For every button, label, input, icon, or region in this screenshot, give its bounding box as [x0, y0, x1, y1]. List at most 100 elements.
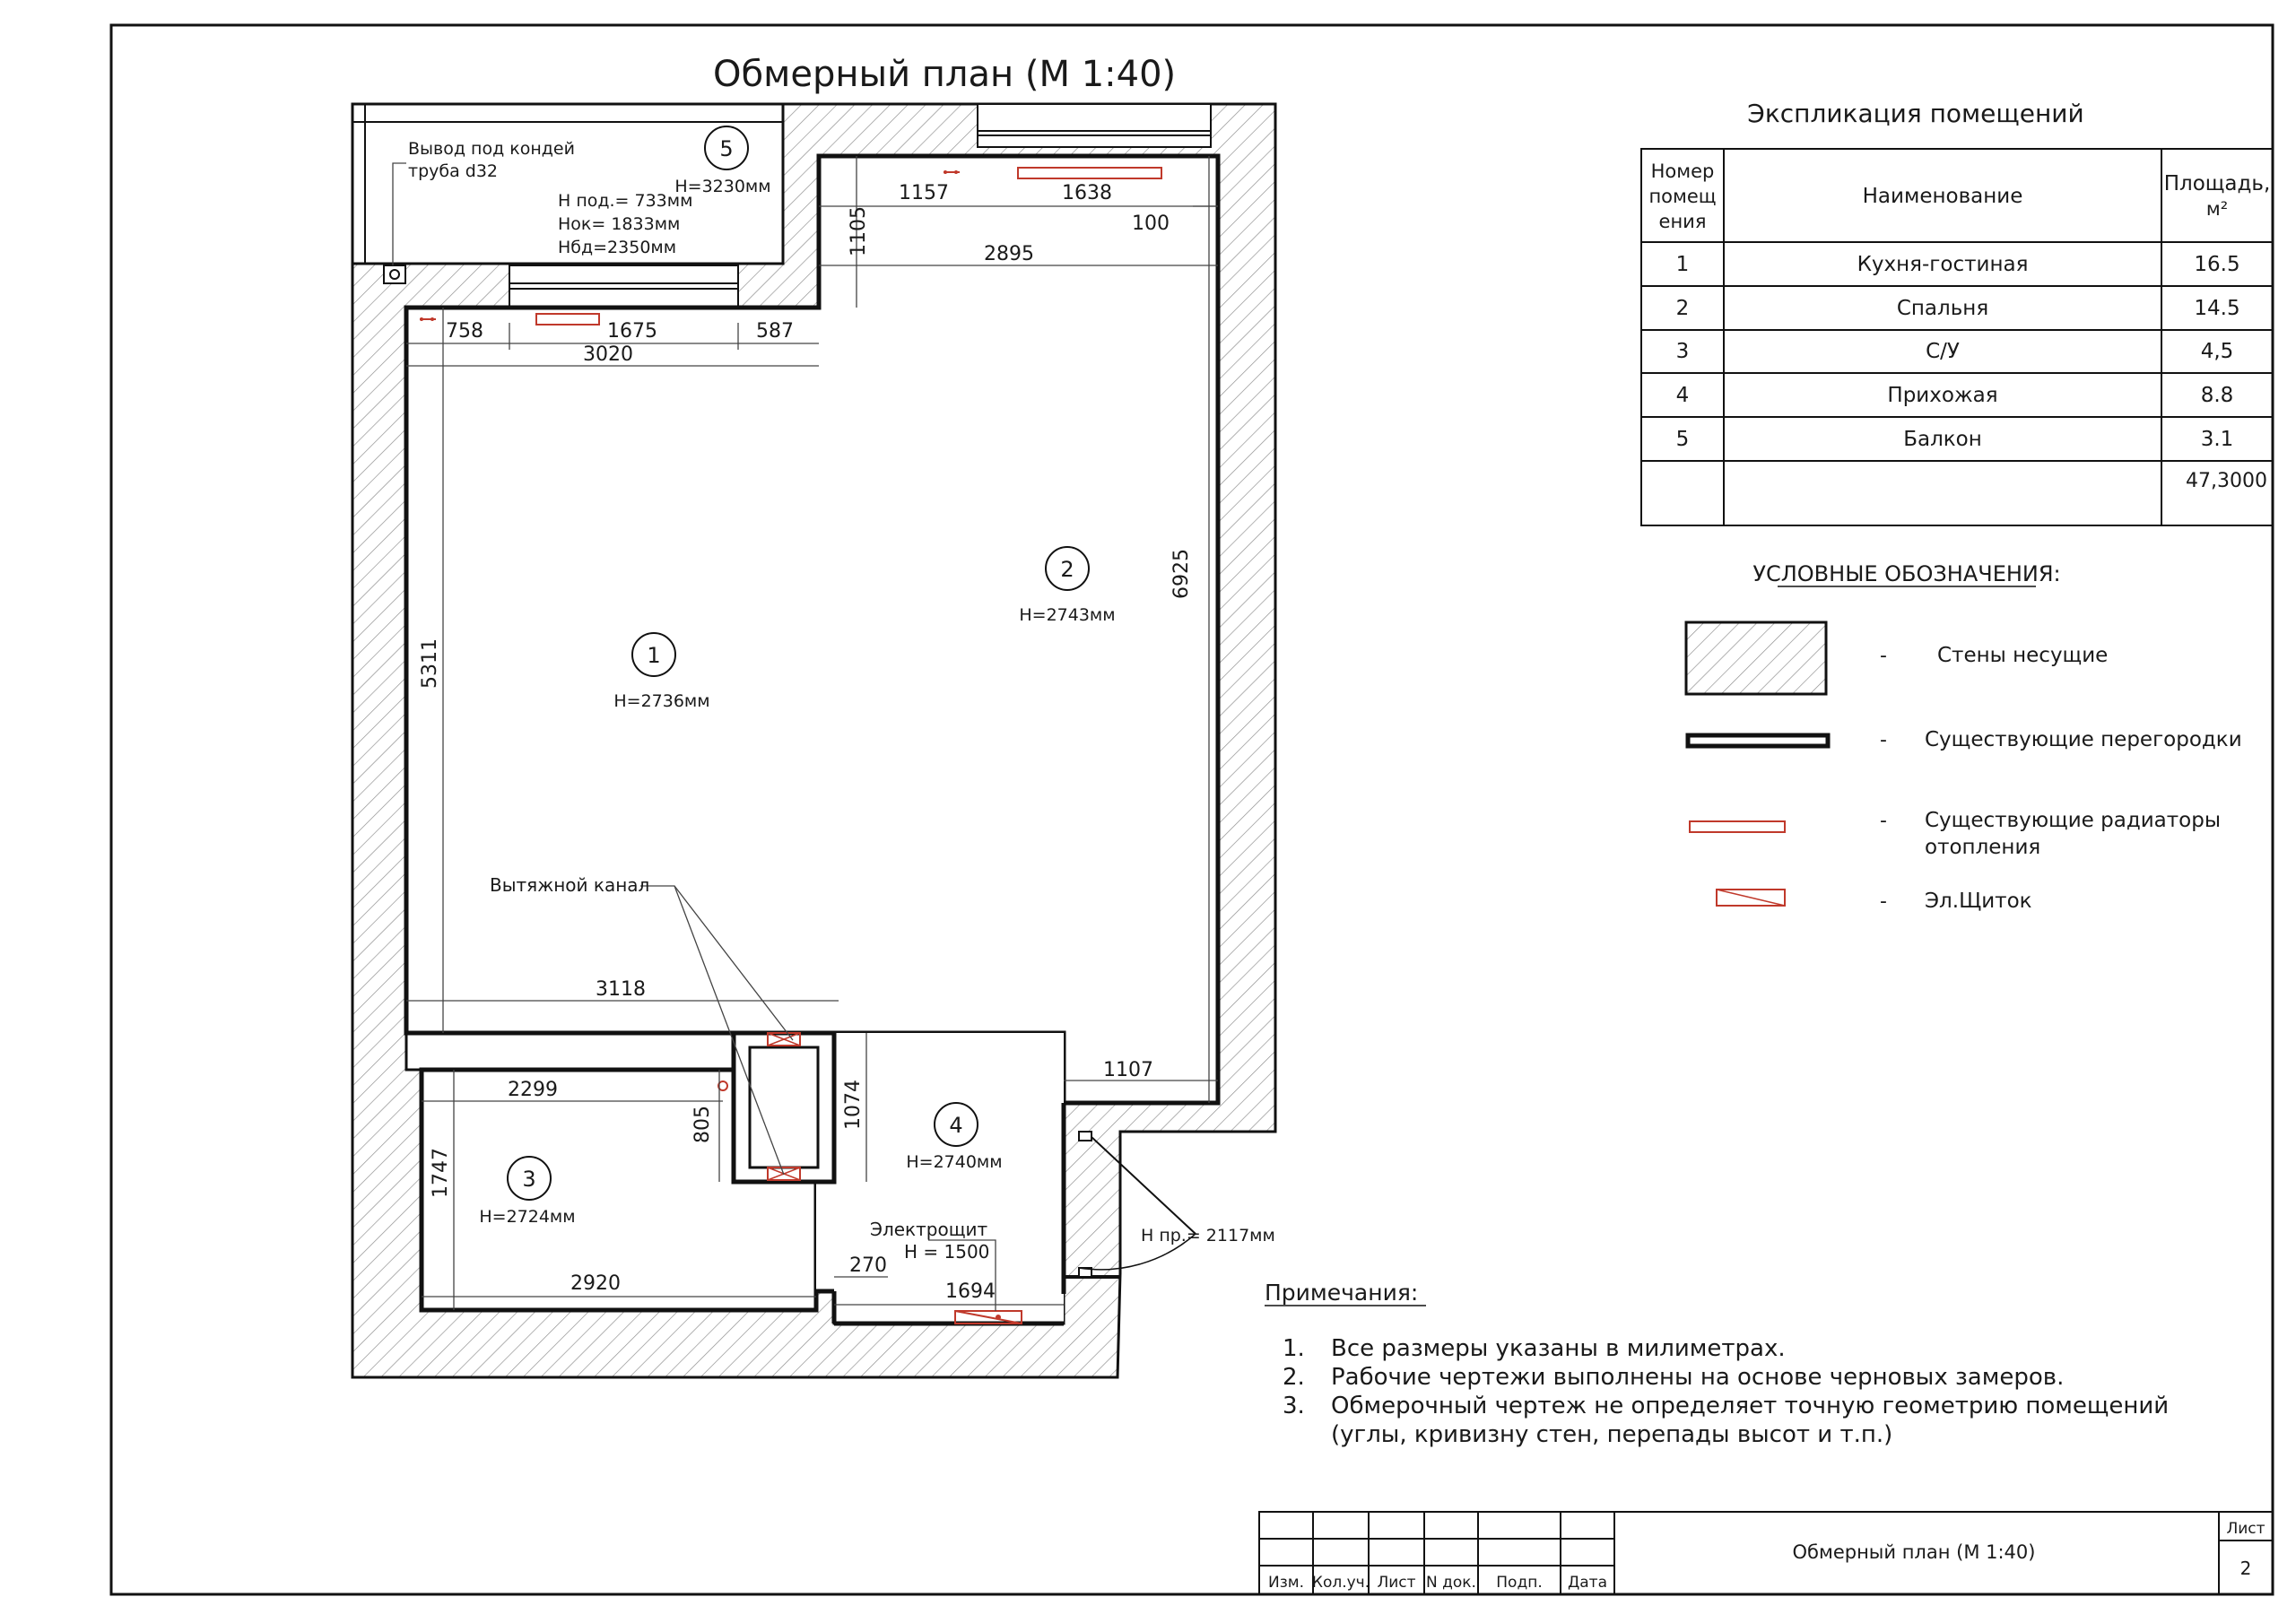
table-row: 4 Прихожая 8.8	[1676, 384, 2234, 407]
svg-text:Балкон: Балкон	[1903, 428, 1982, 451]
svg-text:3020: 3020	[583, 343, 633, 366]
svg-text:587: 587	[756, 320, 794, 343]
svg-text:H=3230мм: H=3230мм	[674, 177, 770, 196]
svg-text:1: 1	[1676, 253, 1690, 276]
svg-text:4: 4	[1676, 384, 1690, 407]
svg-text:2: 2	[1060, 557, 1074, 582]
svg-text:отопления: отопления	[1925, 836, 2040, 859]
legend-swatch-panel	[1716, 889, 1786, 907]
svg-text:1675: 1675	[607, 320, 657, 343]
svg-text:Рабочие чертежи выполнены на о: Рабочие чертежи выполнены на основе черн…	[1331, 1364, 2064, 1391]
svg-text:(углы, кривизну стен, перепады: (углы, кривизну стен, перепады высот и т…	[1331, 1421, 1892, 1448]
svg-text:2895: 2895	[984, 243, 1034, 265]
svg-text:Изм.: Изм.	[1268, 1574, 1304, 1592]
svg-text:-: -	[1880, 645, 1887, 667]
svg-text:Номер: Номер	[1651, 161, 1715, 182]
svg-text:С/У: С/У	[1926, 340, 1960, 363]
svg-text:1: 1	[647, 643, 660, 668]
room-marker-4: 4 H=2740мм	[906, 1102, 1003, 1172]
room-marker-5: 5 H=3230мм	[674, 126, 771, 196]
room-marker-3: 3 H=2724мм	[479, 1156, 576, 1227]
svg-text:3.1: 3.1	[2201, 428, 2234, 451]
svg-text:1747: 1747	[430, 1148, 452, 1198]
windows	[509, 103, 1212, 308]
svg-text:Кол.уч.: Кол.уч.	[1312, 1574, 1370, 1592]
svg-text:Эл.Щиток: Эл.Щиток	[1925, 890, 2032, 913]
svg-text:Существующие радиаторы: Существующие радиаторы	[1925, 809, 2221, 832]
total-area: 47,3000	[2186, 470, 2267, 492]
svg-text:270: 270	[849, 1254, 887, 1277]
balcony-height-note: Нок= 1833мм	[558, 214, 680, 234]
svg-text:-: -	[1880, 890, 1887, 913]
notes-title: Примечания:	[1265, 1280, 1418, 1306]
svg-text:1107: 1107	[1103, 1059, 1153, 1081]
svg-text:Лист: Лист	[2226, 1520, 2265, 1538]
svg-text:H=2736мм: H=2736мм	[613, 691, 709, 711]
legend-title: УСЛОВНЫЕ ОБОЗНАЧЕНИЯ:	[1752, 561, 2060, 586]
svg-text:Площадь,: Площадь,	[2164, 172, 2271, 195]
svg-text:H=2740мм: H=2740мм	[906, 1152, 1002, 1172]
legend-swatch-radiator	[1689, 820, 1786, 833]
svg-text:Кухня-гостиная: Кухня-гостиная	[1857, 253, 2029, 276]
balcony	[351, 102, 785, 284]
radiators	[420, 167, 1162, 1324]
svg-text:Спальня: Спальня	[1897, 297, 1988, 320]
svg-text:1.: 1.	[1283, 1335, 1305, 1362]
title-block-name: Обмерный план (М 1:40)	[1793, 1541, 2036, 1563]
dimension-labels: 1157 1638 100 2895 1105 758 1675 587 302…	[419, 182, 1193, 1303]
ac-outlet-note: труба d32	[408, 161, 498, 181]
svg-text:1105: 1105	[848, 206, 870, 256]
room-markers: 1 H=2736мм 2 H=2743мм 3 H=2724мм 4 H=274…	[479, 126, 1116, 1227]
svg-text:3: 3	[1676, 340, 1690, 363]
explication-table: Экспликация помещений Номер помещ ения Н…	[1640, 99, 2274, 526]
table-row: 3 С/У 4,5	[1676, 340, 2234, 363]
svg-text:Стены несущие: Стены несущие	[1937, 644, 2108, 667]
plan-annotations: Вывод под кондей труба d32 H под.= 733мм…	[408, 139, 1275, 1263]
svg-text:8.8: 8.8	[2201, 384, 2234, 407]
notes: Примечания: 1. Все размеры указаны в мил…	[1265, 1280, 2169, 1448]
svg-text:758: 758	[446, 320, 483, 343]
svg-text:Все размеры указаны в милиметр: Все размеры указаны в милиметрах.	[1331, 1335, 1786, 1362]
svg-text:Лист: Лист	[1377, 1574, 1415, 1592]
svg-text:5311: 5311	[419, 638, 441, 689]
svg-text:ения: ения	[1659, 211, 1707, 232]
exhaust-note: Вытяжной канал	[490, 874, 649, 896]
legend-swatch-bearing-wall	[1684, 621, 1828, 696]
ac-outlet-note: Вывод под кондей	[408, 139, 575, 159]
table-row: 1 Кухня-гостиная 16.5	[1676, 253, 2240, 276]
plan-title: Обмерный план (М 1:40)	[713, 54, 1176, 95]
table-row: 5 Балкон 3.1	[1676, 428, 2234, 451]
explication-title: Экспликация помещений	[1747, 99, 2083, 128]
svg-text:Существующие перегородки: Существующие перегородки	[1925, 728, 2242, 751]
radiator-valves	[420, 170, 1001, 1320]
svg-text:1694: 1694	[945, 1280, 996, 1303]
svg-text:805: 805	[691, 1106, 714, 1143]
svg-text:помещ: помещ	[1648, 186, 1716, 207]
svg-text:6925: 6925	[1170, 549, 1193, 599]
door-height-note: H пр.= 2117мм	[1141, 1226, 1275, 1245]
svg-text:N док.: N док.	[1426, 1574, 1476, 1592]
svg-text:3.: 3.	[1283, 1393, 1305, 1419]
svg-text:2920: 2920	[570, 1272, 621, 1295]
balcony-height-note: H под.= 733мм	[558, 191, 692, 211]
svg-text:м²: м²	[2206, 198, 2228, 220]
svg-text:H=2724мм: H=2724мм	[479, 1207, 575, 1227]
svg-text:4,5: 4,5	[2201, 340, 2234, 363]
svg-text:Наименование: Наименование	[1863, 185, 2023, 208]
panel-note: H = 1500	[904, 1241, 989, 1263]
panel-note: Электрощит	[870, 1219, 988, 1240]
svg-text:4: 4	[949, 1113, 962, 1138]
svg-text:Обмерочный чертеж не определяе: Обмерочный чертеж не определяет точную г…	[1331, 1393, 2169, 1419]
svg-text:2.: 2.	[1283, 1364, 1305, 1391]
dimension-lines	[392, 156, 1218, 1311]
svg-text:2299: 2299	[508, 1079, 558, 1101]
table-row: 2 Спальня 14.5	[1676, 297, 2240, 320]
svg-text:Прихожая: Прихожая	[1887, 384, 1997, 407]
svg-text:16.5: 16.5	[2194, 253, 2239, 276]
svg-text:2: 2	[1676, 297, 1690, 320]
title-block: Изм. Кол.уч. Лист N док. Подп. Дата Обме…	[1258, 1511, 2274, 1595]
svg-text:1638: 1638	[1062, 182, 1112, 204]
svg-text:5: 5	[719, 136, 733, 161]
svg-text:Дата: Дата	[1568, 1574, 1607, 1592]
